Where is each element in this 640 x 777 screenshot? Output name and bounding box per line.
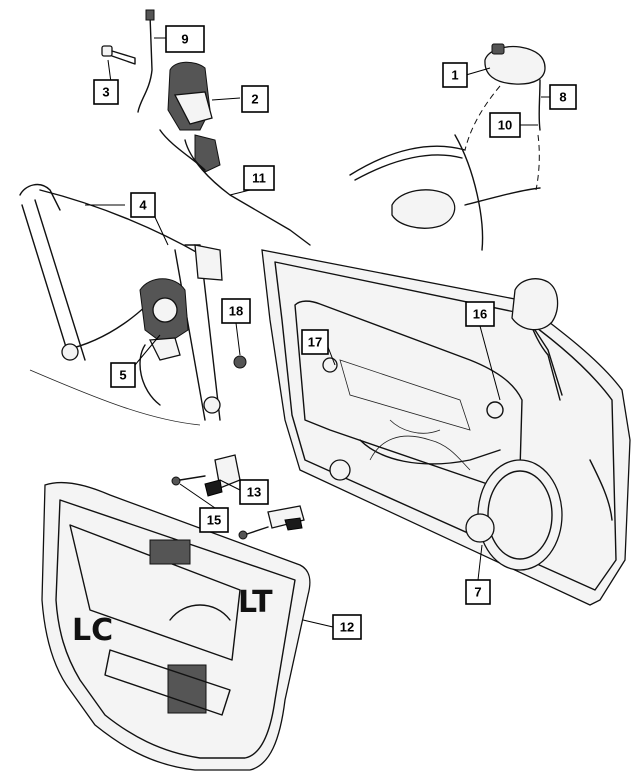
callout-7: 7 (465, 579, 491, 605)
callout-label: 17 (308, 335, 322, 350)
callout-15: 15 (199, 507, 229, 533)
panel-marking-right: LT (238, 585, 273, 620)
callout-label: 10 (498, 118, 512, 133)
panel-marking-left: LC (72, 613, 113, 648)
outer-door-handle-area (349, 43, 546, 251)
callout-label: 16 (473, 307, 487, 322)
callout-9: 9 (165, 25, 205, 53)
callout-label: 3 (102, 85, 109, 100)
callout-label: 2 (251, 92, 258, 107)
callout-11: 11 (243, 165, 275, 191)
callout-label: 9 (181, 32, 188, 47)
callout-12: 12 (332, 614, 362, 640)
callout-13: 13 (239, 479, 269, 505)
callout-label: 18 (229, 304, 243, 319)
trim-panel: LC LT (41, 481, 311, 771)
callout-label: 13 (247, 485, 261, 500)
callout-3: 3 (93, 79, 119, 105)
callout-17: 17 (301, 329, 329, 355)
callout-1: 1 (442, 62, 468, 88)
callout-label: 4 (139, 198, 147, 213)
callout-label: 7 (474, 585, 481, 600)
callout-label: 5 (119, 368, 126, 383)
callout-8: 8 (549, 84, 577, 110)
window-regulator (19, 183, 223, 426)
callout-16: 16 (465, 301, 495, 327)
callout-label: 12 (340, 620, 354, 635)
callout-18: 18 (221, 298, 251, 324)
callout-label: 1 (451, 68, 458, 83)
callout-label: 15 (207, 513, 221, 528)
door-shell (261, 249, 631, 606)
callout-label: 11 (252, 171, 266, 186)
latch-assembly (101, 9, 311, 246)
callout-10: 10 (489, 112, 521, 138)
callout-5: 5 (110, 362, 136, 388)
callout-label: 8 (559, 90, 566, 105)
callout-2: 2 (241, 85, 269, 113)
callout-4: 4 (130, 192, 156, 218)
